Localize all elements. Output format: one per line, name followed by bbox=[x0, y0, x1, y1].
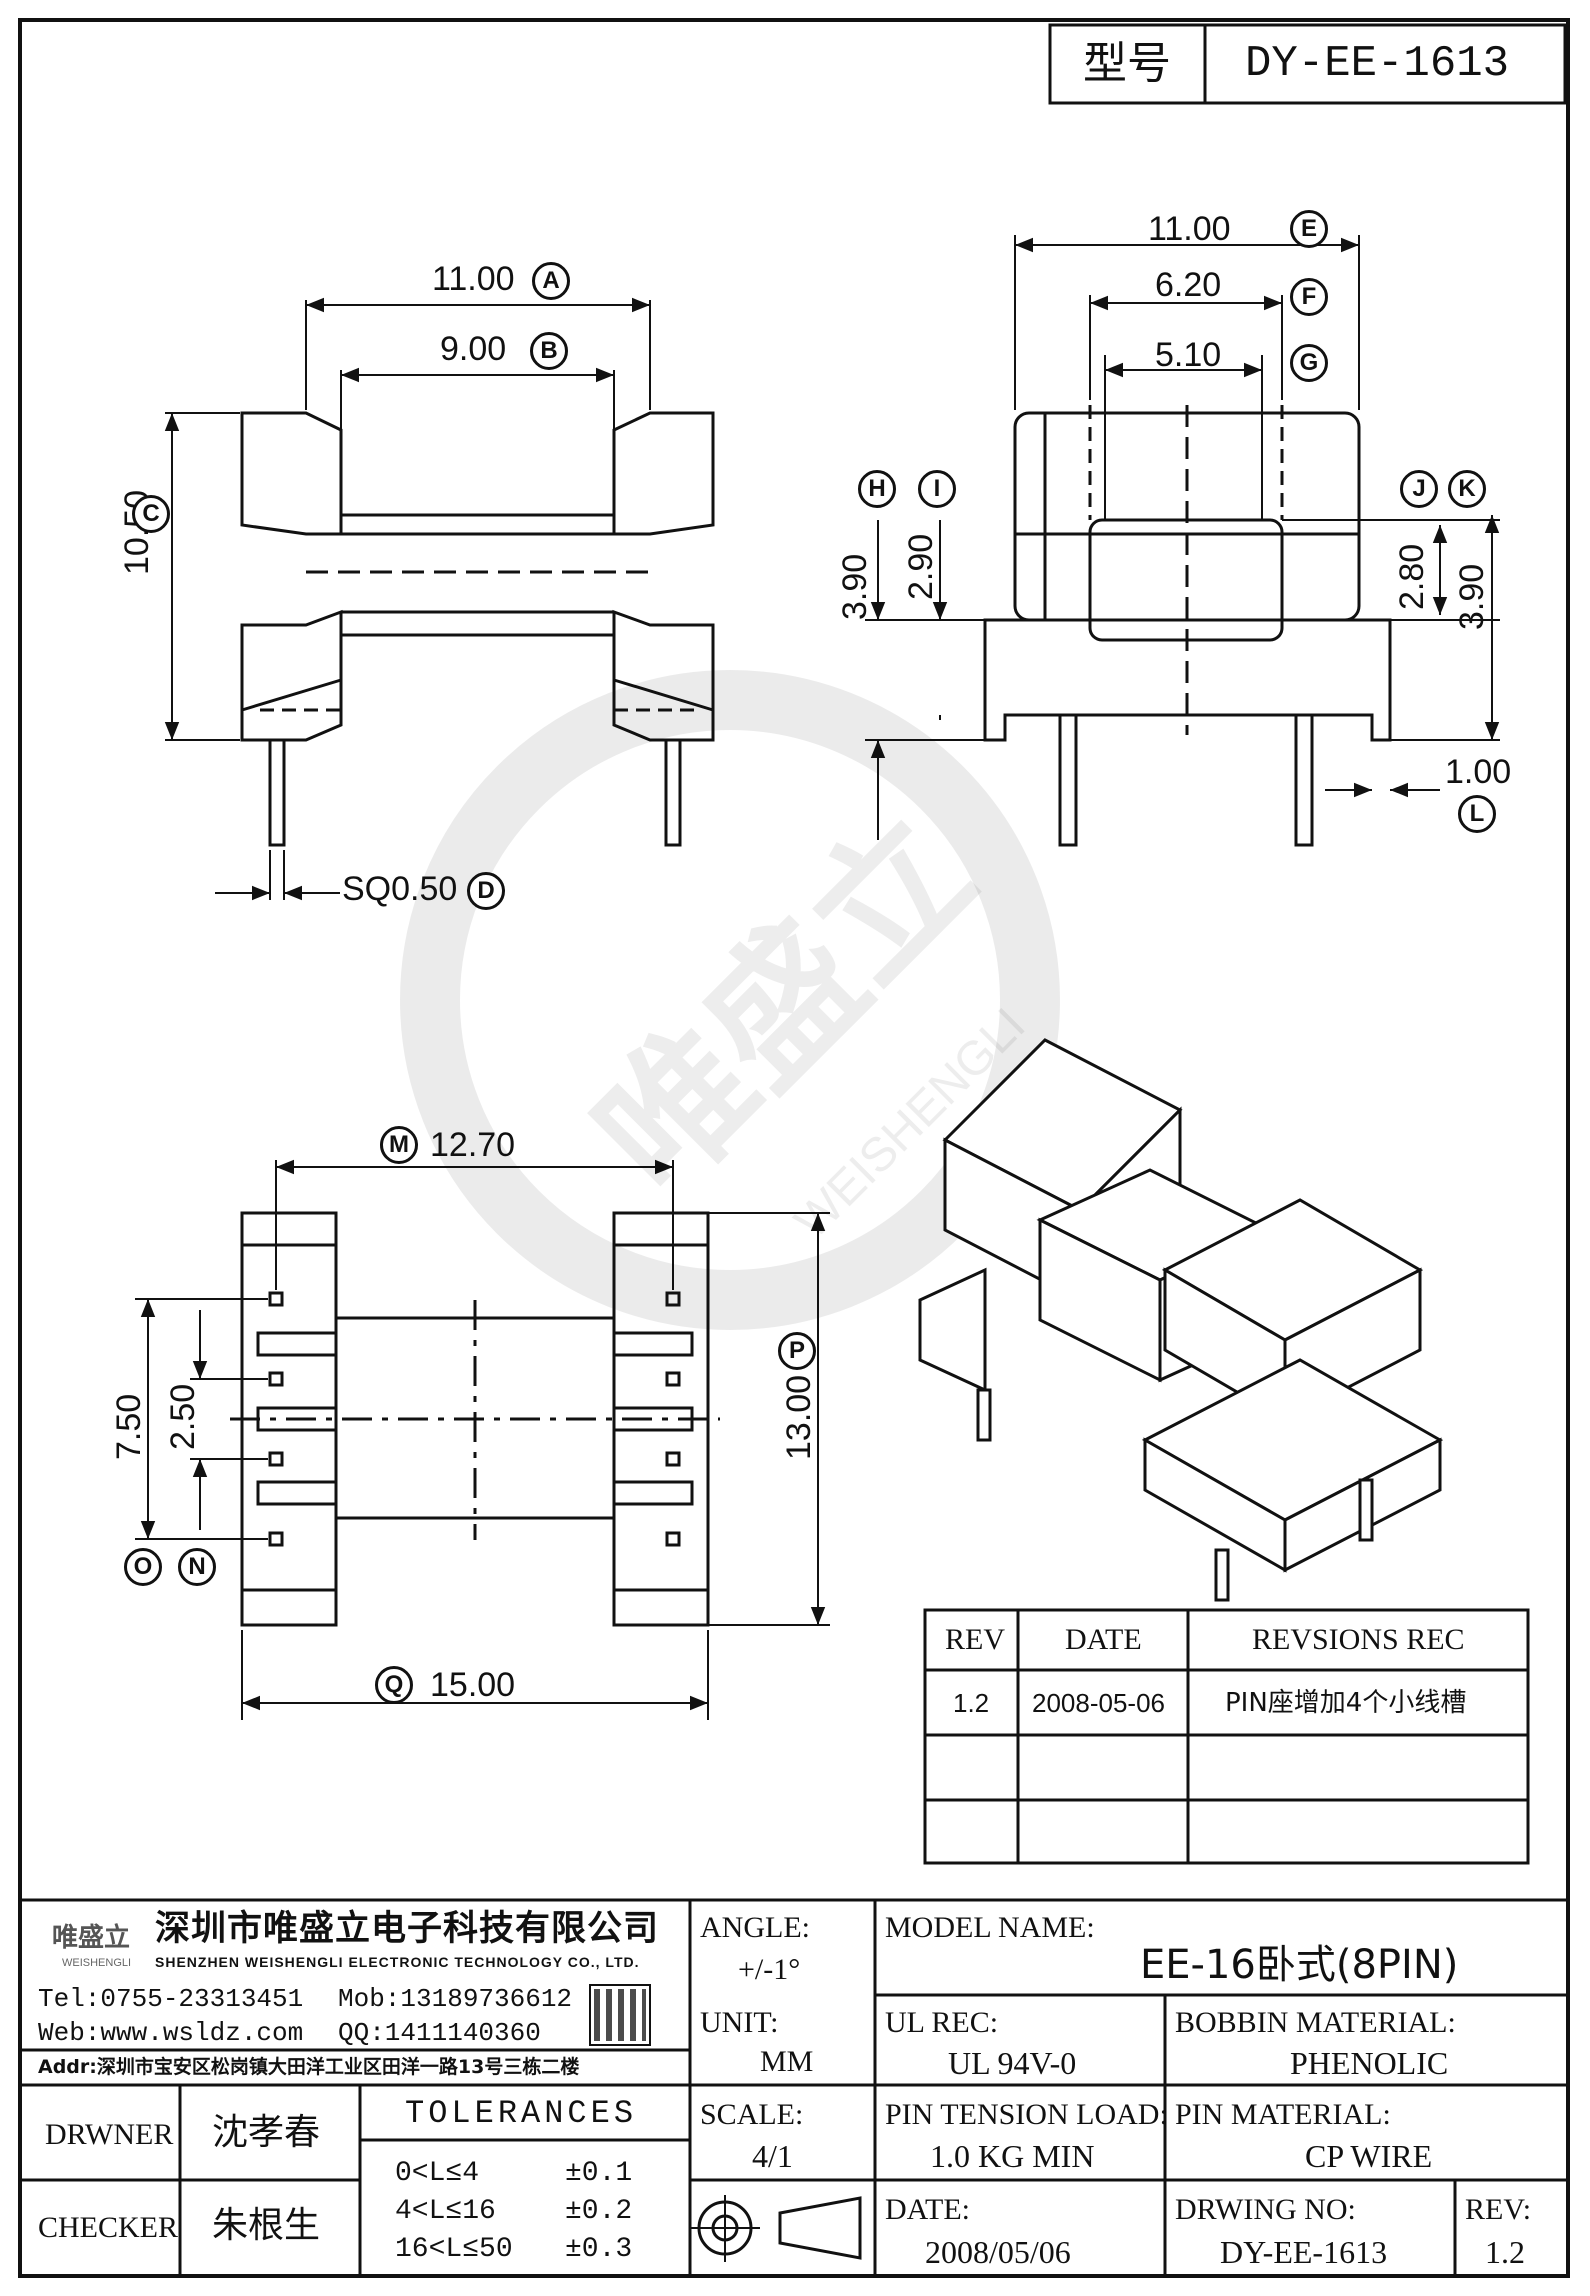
dim-f-value: 6.20 bbox=[1155, 266, 1222, 304]
drawer-name: 沈孝春 bbox=[212, 2112, 321, 2153]
tolerance-value-1: ±0.1 bbox=[565, 2158, 633, 2189]
dim-g-letter: G bbox=[1290, 344, 1328, 382]
dim-l-value: 1.00 bbox=[1445, 753, 1512, 791]
rev-row-rev: 1.2 bbox=[953, 1688, 990, 1718]
company-logo-sub: WEISHENGLI bbox=[62, 1957, 132, 1969]
checker-name: 朱根生 bbox=[212, 2205, 321, 2246]
dim-o-value: 7.50 bbox=[110, 1393, 148, 1460]
dim-d-value: SQ0.50 bbox=[342, 870, 458, 908]
drawer-label: DRWNER bbox=[45, 2118, 174, 2151]
dim-h-value: 3.90 bbox=[836, 553, 874, 620]
drawing-number-label: DRWING NO: bbox=[1175, 2193, 1356, 2226]
ul-value: UL 94V-0 bbox=[948, 2045, 1077, 2081]
dim-a-letter: A bbox=[532, 262, 570, 300]
dim-l-letter: L bbox=[1458, 795, 1496, 833]
dim-k-letter: K bbox=[1448, 470, 1486, 508]
company-logo: 唯盛立 bbox=[52, 1923, 131, 1953]
bobbin-value: PHENOLIC bbox=[1290, 2045, 1449, 2081]
dim-p-letter: P bbox=[778, 1332, 816, 1370]
dim-b-letter: B bbox=[530, 332, 568, 370]
dim-a-value: 11.00 bbox=[432, 260, 515, 298]
dim-o-letter: O bbox=[124, 1548, 162, 1586]
pin-material-label: PIN MATERIAL: bbox=[1175, 2098, 1391, 2131]
title-box-value: DY-EE-1613 bbox=[1245, 39, 1510, 89]
tolerance-value-2: ±0.2 bbox=[565, 2196, 633, 2227]
rev-label: REV: bbox=[1465, 2193, 1532, 2226]
company-name-en: SHENZHEN WEISHENGLI ELECTRONIC TECHNOLOG… bbox=[155, 1954, 640, 1970]
scale-label: SCALE: bbox=[700, 2098, 804, 2131]
rev-row-rec: PIN座增加4个小线槽 bbox=[1225, 1688, 1467, 1718]
drawing-number-value: DY-EE-1613 bbox=[1220, 2234, 1388, 2270]
dim-g-value: 5.10 bbox=[1155, 336, 1222, 374]
company-qq: QQ:1411140360 bbox=[338, 2018, 541, 2048]
watermark bbox=[400, 670, 1060, 1330]
dim-n-value: 2.50 bbox=[164, 1383, 202, 1450]
dim-k-value: 3.90 bbox=[1453, 563, 1491, 630]
rev-header-rec: REVSIONS REC bbox=[1252, 1623, 1465, 1656]
tolerance-range-3: 16<L≤50 bbox=[395, 2234, 513, 2265]
ul-label: UL REC: bbox=[885, 2006, 999, 2039]
dim-m-letter: M bbox=[380, 1126, 418, 1164]
scale-value: 4/1 bbox=[752, 2138, 793, 2174]
dim-p-value: 13.00 bbox=[780, 1374, 818, 1460]
dim-n-letter: N bbox=[178, 1548, 216, 1586]
tension-label: PIN TENSION LOAD: bbox=[885, 2098, 1168, 2131]
tolerance-range-1: 0<L≤4 bbox=[395, 2158, 480, 2189]
dim-j-letter: J bbox=[1400, 470, 1438, 508]
rev-row-date: 2008-05-06 bbox=[1032, 1688, 1165, 1718]
revision-table bbox=[923, 1608, 1530, 1865]
date-label: DATE: bbox=[885, 2193, 970, 2226]
rev-header-date: DATE bbox=[1065, 1623, 1142, 1656]
angle-label: ANGLE: bbox=[700, 1911, 810, 1944]
dim-c-letter: C bbox=[132, 495, 170, 533]
dim-d-letter: D bbox=[467, 872, 505, 910]
front-view bbox=[164, 297, 715, 901]
rev-header-rev: REV bbox=[945, 1623, 1005, 1656]
company-web: Web:www.wsldz.com bbox=[38, 2018, 304, 2048]
isometric-view bbox=[918, 1038, 1444, 1602]
dim-h-letter: H bbox=[858, 470, 896, 508]
dim-e-letter: E bbox=[1290, 210, 1328, 248]
tolerance-range-2: 4<L≤16 bbox=[395, 2196, 496, 2227]
dim-i-letter: I bbox=[918, 470, 956, 508]
model-value: EE-16卧式(8PIN) bbox=[1140, 1942, 1459, 1988]
dim-q-value: 15.00 bbox=[430, 1666, 516, 1704]
unit-value: MM bbox=[760, 2045, 814, 2078]
rev-value: 1.2 bbox=[1485, 2234, 1525, 2270]
tension-value: 1.0 KG MIN bbox=[930, 2138, 1095, 2174]
dim-f-letter: F bbox=[1290, 278, 1328, 316]
checker-label: CHECKER bbox=[38, 2211, 179, 2244]
pin-material-value: CP WIRE bbox=[1305, 2138, 1433, 2174]
date-value: 2008/05/06 bbox=[925, 2234, 1071, 2270]
model-label: MODEL NAME: bbox=[885, 1911, 1095, 1944]
title-box-label: 型号 bbox=[1083, 38, 1171, 89]
unit-label: UNIT: bbox=[700, 2006, 779, 2039]
bobbin-label: BOBBIN MATERIAL: bbox=[1175, 2006, 1456, 2039]
company-mob: Mob:13189736612 bbox=[338, 1984, 573, 2014]
angle-value: +/-1° bbox=[738, 1953, 801, 1986]
dim-q-letter: Q bbox=[375, 1666, 413, 1704]
top-view bbox=[135, 1159, 830, 1720]
company-addr: Addr:深圳市宝安区松岗镇大田洋工业区田洋一路13号三栋二楼 bbox=[38, 2056, 580, 2078]
dim-e-value: 11.00 bbox=[1148, 210, 1231, 248]
dim-j-value: 2.80 bbox=[1393, 543, 1431, 610]
company-name-cn: 深圳市唯盛立电子科技有限公司 bbox=[155, 1909, 660, 1949]
qr-code-icon bbox=[594, 1989, 646, 2041]
dim-b-value: 9.00 bbox=[440, 330, 507, 368]
tolerances-title: TOLERANCES bbox=[405, 2095, 638, 2132]
title-block-grid bbox=[20, 1898, 1568, 2276]
dim-m-value: 12.70 bbox=[430, 1126, 516, 1164]
company-tel: Tel:0755-23313451 bbox=[38, 1984, 304, 2014]
side-view bbox=[865, 235, 1500, 847]
tolerance-value-3: ±0.3 bbox=[565, 2234, 633, 2265]
dim-i-value: 2.90 bbox=[902, 533, 940, 600]
